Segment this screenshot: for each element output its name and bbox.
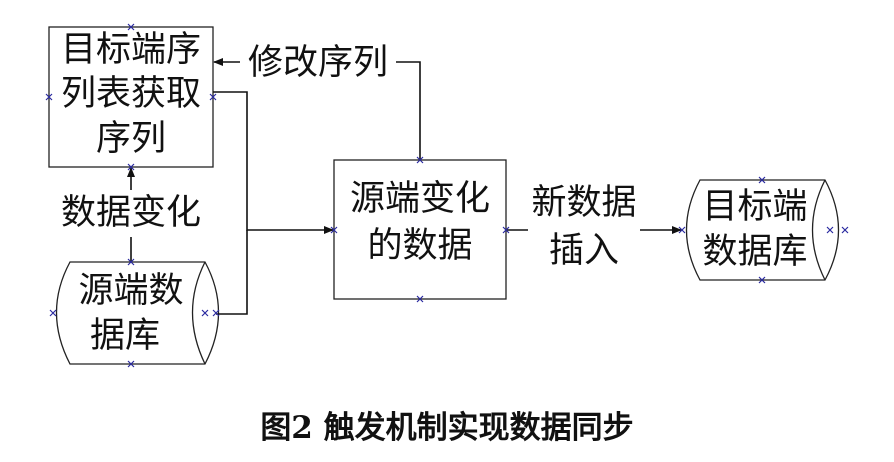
edge-source-db-to-changed-data — [216, 230, 248, 315]
edge-label-new-data-insert: 插入 — [549, 231, 619, 271]
node-label-line: 列表获取 — [61, 74, 201, 114]
connection-point-marker — [212, 309, 220, 317]
connection-point-marker — [49, 309, 57, 317]
cylinder-end-curve — [811, 179, 826, 281]
node-label-line: 序列 — [96, 119, 166, 159]
edge-label-data-change: 数据变化 — [61, 193, 201, 233]
connection-point-marker — [502, 226, 510, 234]
connection-point-marker — [201, 309, 209, 317]
node-source-database: 源端数 据库 — [55, 261, 220, 365]
edge-label-modify-sequence: 修改序列 — [248, 43, 388, 83]
connection-point-marker — [678, 226, 686, 234]
cylinder-end-curve — [191, 261, 206, 365]
edge-modify-sequence-line — [396, 61, 421, 160]
node-label-line: 源端变化 — [350, 179, 490, 219]
connection-point-marker — [45, 93, 53, 101]
node-label-line: 源端数 — [78, 271, 183, 311]
connection-point-marker — [209, 93, 217, 101]
connection-points — [45, 23, 849, 368]
connection-point-marker — [758, 176, 766, 184]
node-label-line: 目标端 — [702, 187, 807, 227]
connection-point-marker — [127, 360, 135, 368]
connection-point-marker — [758, 276, 766, 284]
node-source-changed-data: 源端变化 的数据 — [333, 159, 507, 300]
connection-point-marker — [826, 226, 834, 234]
node-target-database: 目标端 数据库 — [685, 179, 840, 281]
node-target-sequence-list: 目标端序 列表获取 序列 — [48, 26, 214, 168]
node-label-line: 的数据 — [367, 226, 472, 266]
node-label-line: 目标端序 — [61, 30, 201, 70]
node-box — [48, 26, 214, 168]
node-label-line: 数据库 — [702, 232, 807, 272]
connection-point-marker — [416, 156, 424, 164]
edge-seq-list-to-changed-data — [213, 91, 334, 234]
connection-point-marker — [127, 258, 135, 266]
connection-point-marker — [330, 226, 338, 234]
connection-point-marker — [127, 163, 135, 171]
connection-point-marker — [416, 295, 424, 303]
connection-point-marker — [127, 23, 135, 31]
figure-caption: 图2 触发机制实现数据同步 — [260, 410, 633, 446]
edge-label-new-data-insert: 新数据 — [531, 183, 636, 223]
connection-point-marker — [841, 226, 849, 234]
node-label-line: 据库 — [90, 316, 160, 356]
